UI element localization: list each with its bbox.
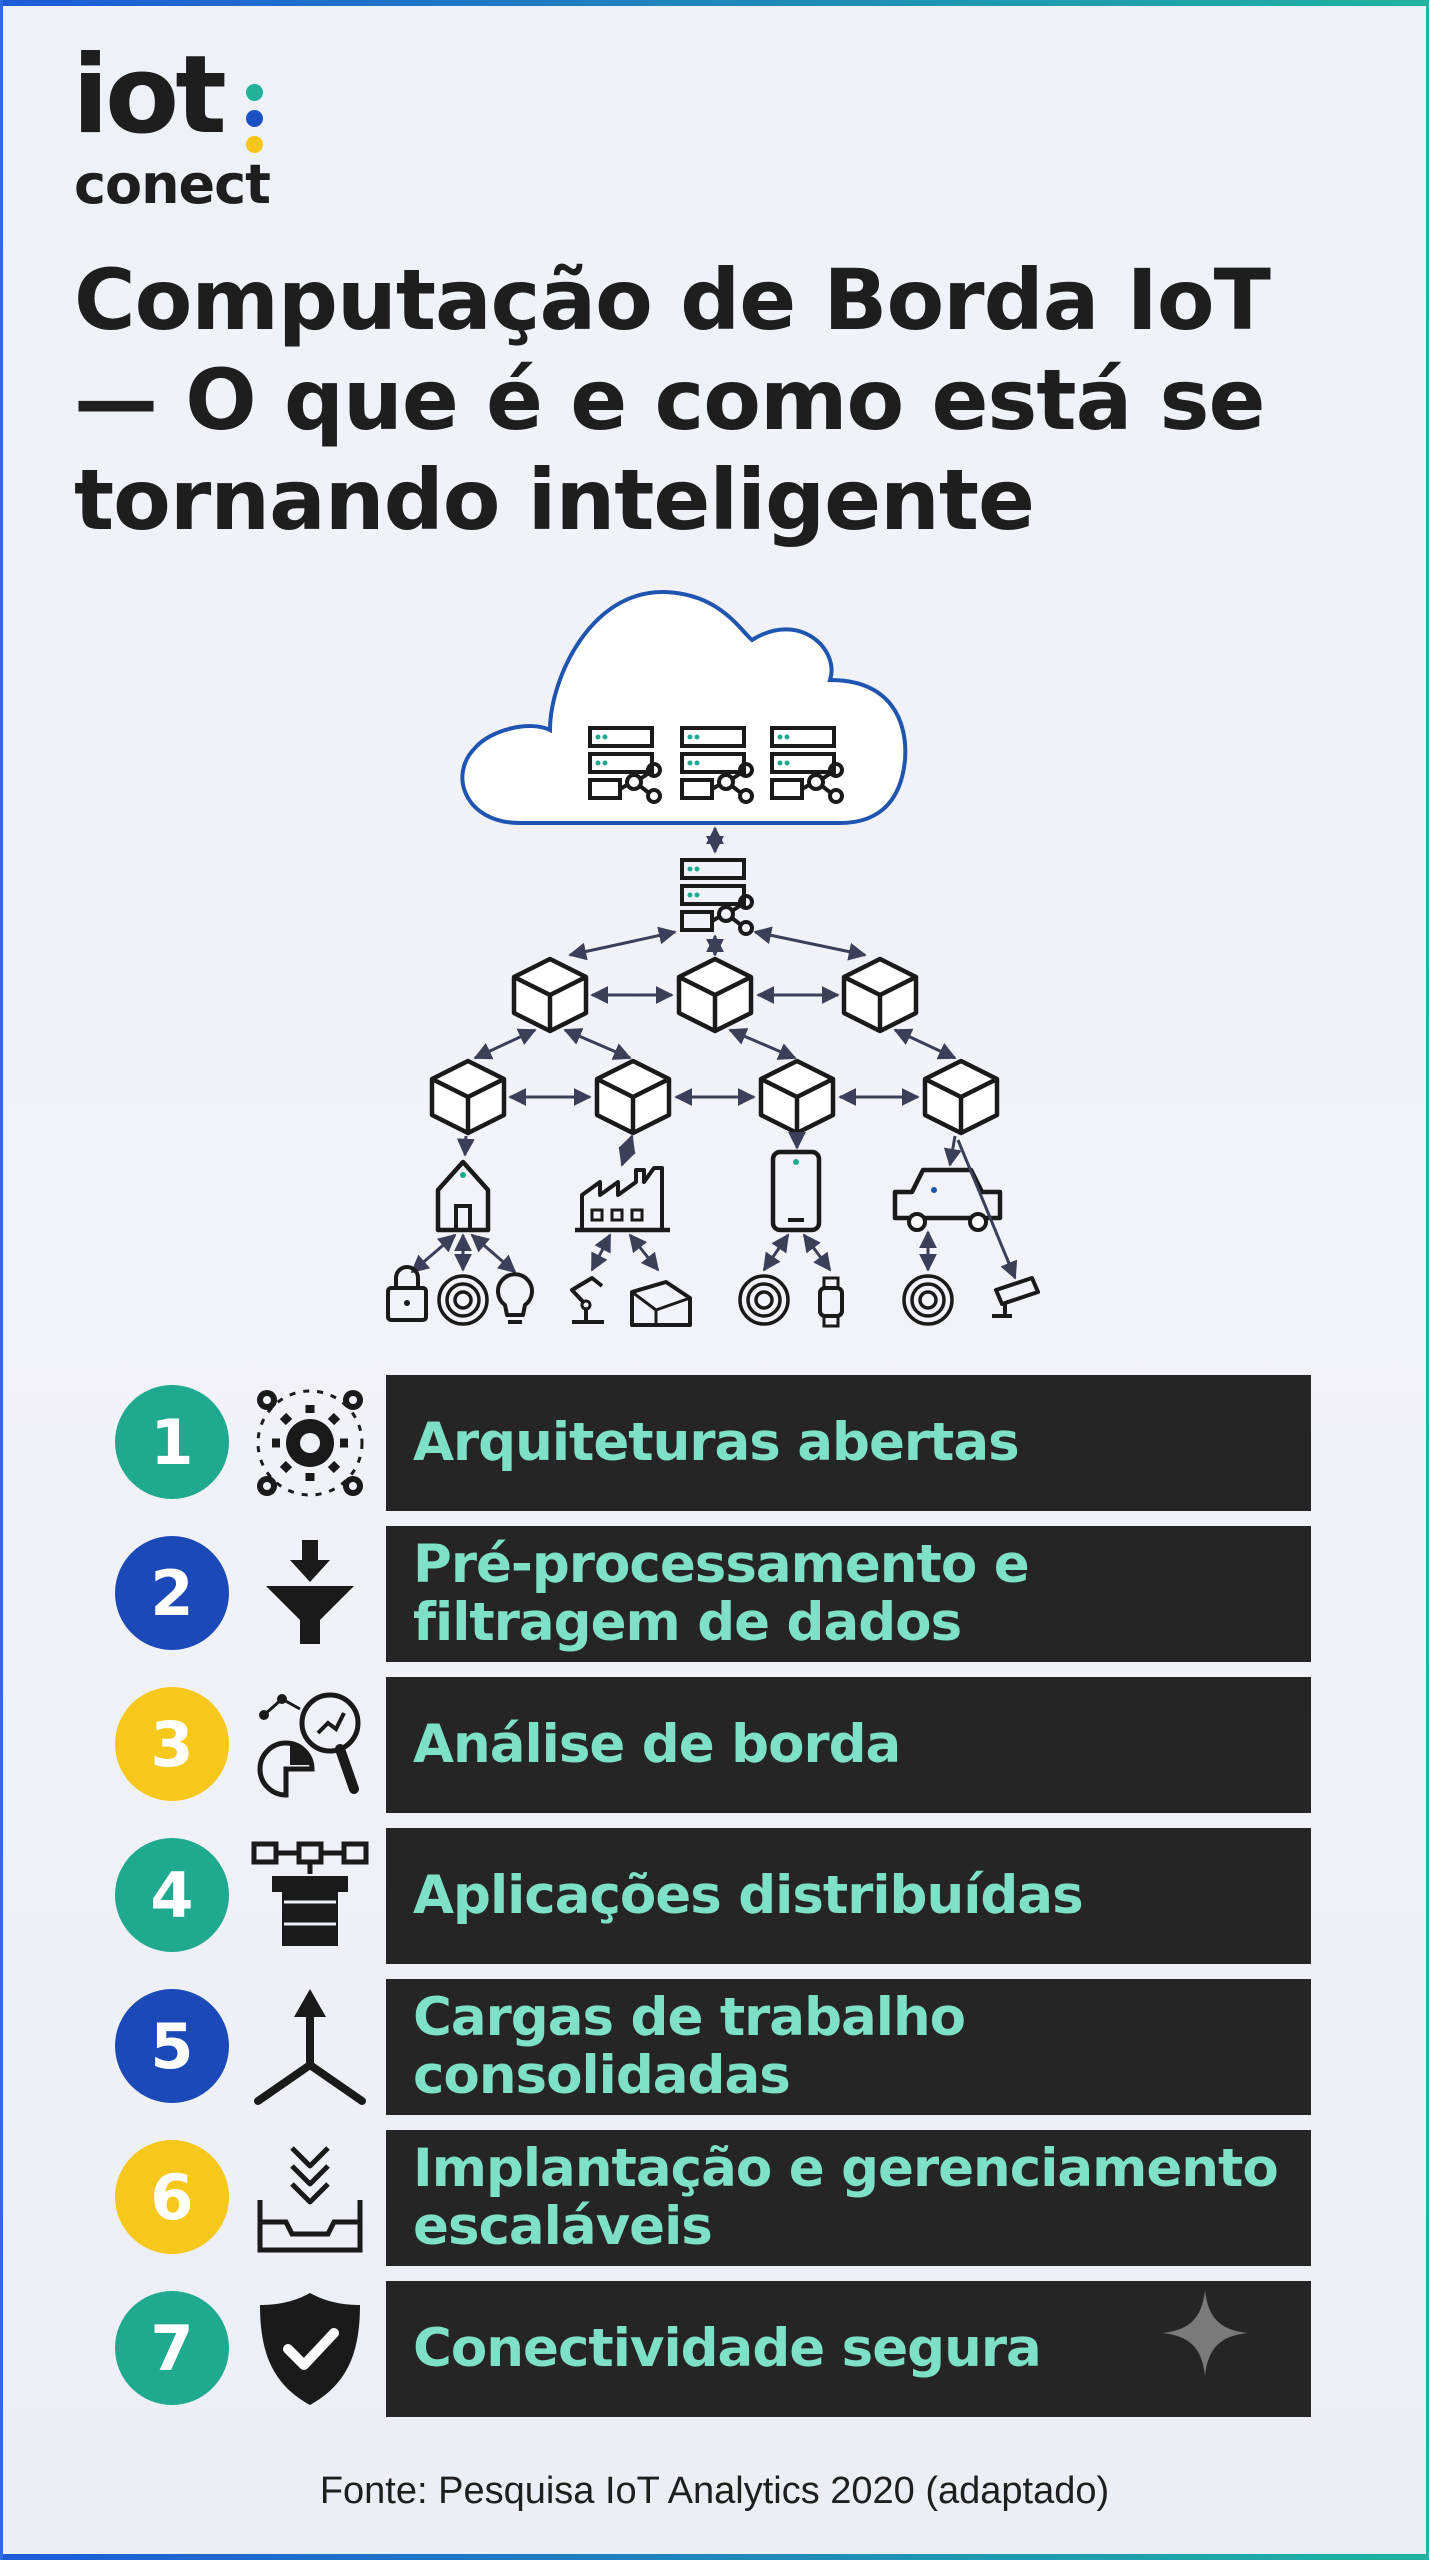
frame-bottom-border [0, 2554, 1429, 2560]
consolidated-arrow-icon [254, 1989, 366, 2105]
machine-icon [630, 1280, 692, 1327]
edge-node-icon [597, 1061, 669, 1133]
item-number-badge: 3 [115, 1687, 229, 1801]
logo-sub-text: conect [74, 153, 271, 216]
list-item-7: 7 Conectividade segura [110, 2281, 1311, 2417]
house-icon [435, 1159, 491, 1233]
item-bar: Análise de borda [386, 1677, 1311, 1813]
robot-arm-icon [570, 1276, 604, 1324]
smartphone-icon [770, 1149, 822, 1233]
sensor-icon [902, 1274, 954, 1326]
item-label: Implantação e gerenciamento escaláveis [413, 2138, 1279, 2257]
item-bar: Implantação e gerenciamento escaláveis [386, 2130, 1311, 2266]
item-number-badge: 6 [115, 2140, 229, 2254]
watch-icon [818, 1276, 844, 1328]
item-label: Pré-processamento e filtragem de dados [413, 1534, 1030, 1653]
item-bar: Conectividade segura [386, 2281, 1311, 2417]
item-number-badge: 5 [115, 1989, 229, 2103]
funnel-filter-icon [264, 1540, 356, 1644]
item-bar: Arquiteturas abertas [386, 1375, 1311, 1511]
iot-conect-logo: iot conect [72, 42, 292, 220]
sensor-icon [437, 1274, 489, 1326]
logo-dot-yellow [246, 136, 263, 153]
logo-main-text: iot [72, 33, 227, 158]
list-item-3: 3 Análise de borda [110, 1677, 1311, 1813]
gateway-server-icon [680, 858, 754, 936]
list-item-1: 1 Arquiteturas abertas [110, 1375, 1311, 1511]
sparkle-icon [1162, 2290, 1248, 2376]
logo-dot-green [246, 84, 263, 101]
sensor-icon [738, 1274, 790, 1326]
edge-node-icon [844, 959, 916, 1031]
item-bar: Aplicações distribuídas [386, 1828, 1311, 1964]
logo-dot-blue [246, 110, 263, 127]
item-bar: Pré-processamento e filtragem de dados [386, 1526, 1311, 1662]
edge-node-icon [432, 1061, 504, 1133]
item-label: Aplicações distribuídas [413, 1865, 1084, 1926]
edge-node-icon [514, 959, 586, 1031]
source-caption: Fonte: Pesquisa IoT Analytics 2020 (adap… [319, 2470, 1110, 2512]
page-title: Computação de Borda IoT — O que é e como… [74, 251, 1271, 549]
edge-node-icon [679, 959, 751, 1031]
list-item-6: 6 Implantação e gerenciamento escaláveis [110, 2130, 1311, 2266]
list-item-2: 2 Pré-processamento e filtragem de dados [110, 1526, 1311, 1662]
list-item-5: 5 Cargas de trabalho consolidadas [110, 1979, 1311, 2115]
edge-node-icon [925, 1061, 997, 1133]
item-label: Arquiteturas abertas [413, 1412, 1020, 1473]
lightbulb-icon [496, 1272, 534, 1324]
lock-icon [386, 1265, 428, 1322]
list-item-4: 4 Aplicações distribuídas [110, 1828, 1311, 1964]
analytics-icon [257, 1692, 361, 1798]
item-number-badge: 1 [115, 1385, 229, 1499]
logo-dots [246, 84, 266, 164]
gears-network-icon [256, 1389, 364, 1497]
frame-left-border [0, 0, 3, 2560]
camera-icon [992, 1276, 1040, 1318]
cloud-icon [460, 589, 908, 825]
item-number-badge: 4 [115, 1838, 229, 1952]
frame-top-border [0, 0, 1429, 6]
item-label: Análise de borda [413, 1714, 901, 1775]
item-number-badge: 2 [115, 1536, 229, 1650]
item-label: Cargas de trabalho consolidadas [413, 1987, 966, 2106]
item-label: Conectividade segura [413, 2318, 1042, 2379]
item-bar: Cargas de trabalho consolidadas [386, 1979, 1311, 2115]
deploy-tray-icon [257, 2146, 363, 2253]
edge-architecture-diagram [386, 589, 1040, 1328]
factory-icon [575, 1166, 670, 1233]
frame-right-border [1426, 0, 1429, 2560]
item-number-badge: 7 [115, 2291, 229, 2405]
distributed-apps-icon [251, 1841, 369, 1946]
edge-node-icon [761, 1061, 833, 1133]
shield-check-icon [260, 2293, 360, 2405]
